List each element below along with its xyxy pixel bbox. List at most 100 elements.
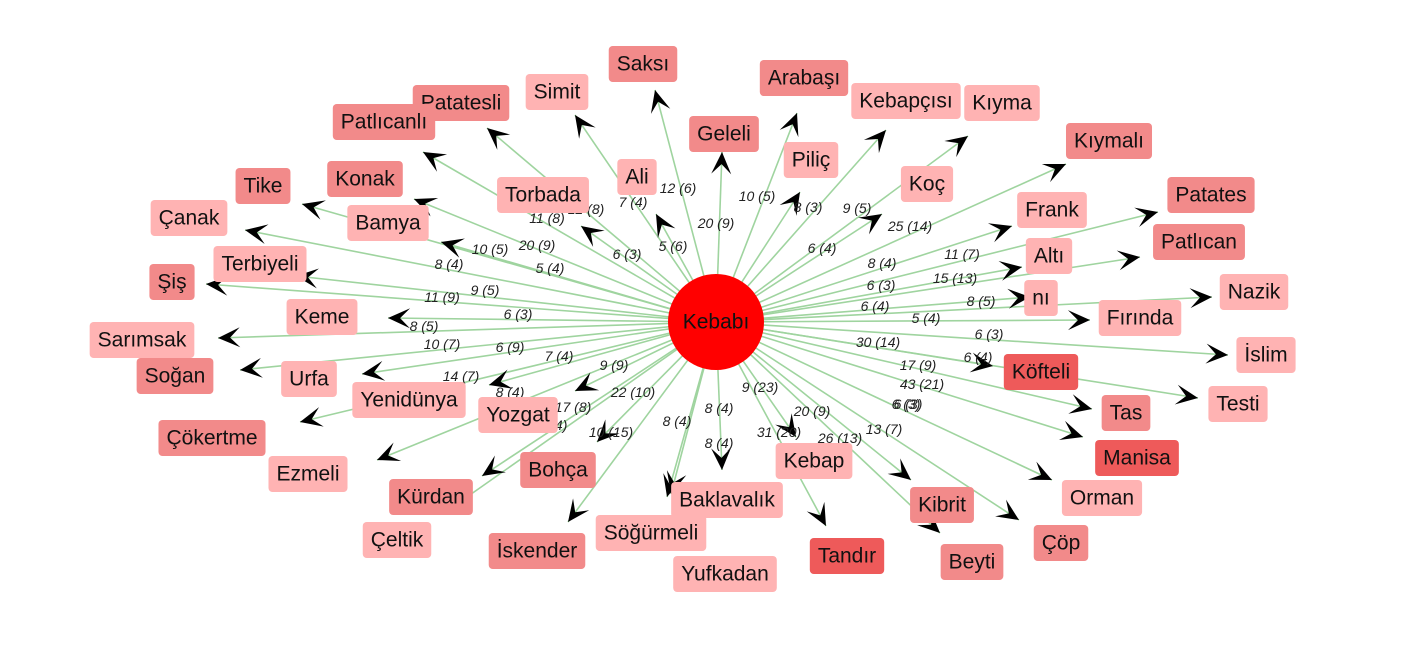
node-kıymalı[interactable]: Kıymalı: [1065, 123, 1153, 159]
node-box-patatesli[interactable]: [412, 85, 510, 121]
node-köfteli[interactable]: Köfteli: [1003, 354, 1079, 390]
node-box-soğan[interactable]: [136, 358, 214, 394]
node-box-bohça[interactable]: [520, 452, 596, 488]
node-box-köfteli[interactable]: [1003, 354, 1079, 390]
node-box-koç[interactable]: [900, 166, 954, 202]
node-box-ali[interactable]: [617, 159, 657, 195]
node-box-şiş[interactable]: [149, 264, 195, 300]
node-box-patates[interactable]: [1167, 177, 1255, 213]
node-ali[interactable]: Ali: [617, 159, 657, 195]
node-box-sarımsak[interactable]: [89, 322, 195, 358]
node-patates[interactable]: Patates: [1167, 177, 1255, 213]
center-node-circle[interactable]: [668, 274, 764, 370]
node-sarımsak[interactable]: Sarımsak: [89, 322, 195, 358]
node-i-skender[interactable]: İskender: [488, 533, 586, 569]
node-çöp[interactable]: Çöp: [1033, 525, 1089, 561]
node-box-kebap[interactable]: [775, 443, 853, 479]
node-box-altı[interactable]: [1025, 238, 1073, 274]
node-box-kıyma[interactable]: [964, 85, 1040, 121]
node-box-kibrit[interactable]: [910, 487, 974, 523]
node-urfa[interactable]: Urfa: [281, 361, 337, 397]
node-tas[interactable]: Tas: [1101, 395, 1151, 431]
node-keme[interactable]: Keme: [286, 299, 358, 335]
node-simit[interactable]: Simit: [525, 74, 589, 110]
node-kebapçısı[interactable]: Kebapçısı: [851, 83, 961, 119]
node-box-ezmeli[interactable]: [268, 456, 348, 492]
node-box-geleli[interactable]: [689, 116, 759, 152]
node-patlıcanlı[interactable]: Patlıcanlı: [332, 104, 436, 140]
node-kürdan[interactable]: Kürdan: [389, 479, 473, 515]
center-node[interactable]: Kebabı: [668, 274, 764, 370]
node-box-saksı[interactable]: [608, 46, 678, 82]
node-piliç[interactable]: Piliç: [783, 142, 839, 178]
node-box-patlıcan[interactable]: [1153, 224, 1245, 260]
node-torbada[interactable]: Torbada: [497, 177, 589, 213]
node-box-simit[interactable]: [525, 74, 589, 110]
node-koç[interactable]: Koç: [900, 166, 954, 202]
node-box-konak[interactable]: [327, 161, 403, 197]
node-i-slim[interactable]: İslim: [1236, 337, 1296, 373]
node-box-i-slim[interactable]: [1236, 337, 1296, 373]
node-bohça[interactable]: Bohça: [520, 452, 596, 488]
node-manisa[interactable]: Manisa: [1095, 440, 1179, 476]
node-soğan[interactable]: Soğan: [136, 358, 214, 394]
node-baklavalık[interactable]: Baklavalık: [671, 482, 783, 518]
node-patatesli[interactable]: Patatesli: [412, 85, 510, 121]
node-şiş[interactable]: Şiş: [149, 264, 195, 300]
node-testi[interactable]: Testi: [1208, 386, 1268, 422]
node-box-urfa[interactable]: [281, 361, 337, 397]
node-yozgat[interactable]: Yozgat: [478, 397, 558, 433]
node-box-nı[interactable]: [1024, 280, 1058, 316]
node-çanak[interactable]: Çanak: [150, 200, 228, 236]
node-box-çöp[interactable]: [1033, 525, 1089, 561]
node-kıyma[interactable]: Kıyma: [964, 85, 1040, 121]
node-frank[interactable]: Frank: [1017, 192, 1087, 228]
node-tandır[interactable]: Tandır: [809, 538, 885, 574]
node-box-orman[interactable]: [1061, 480, 1143, 516]
node-tike[interactable]: Tike: [235, 168, 291, 204]
node-box-çökertme[interactable]: [158, 420, 266, 456]
node-box-baklavalık[interactable]: [671, 482, 783, 518]
node-beyti[interactable]: Beyti: [940, 544, 1004, 580]
node-box-kıymalı[interactable]: [1065, 123, 1153, 159]
node-söğürmeli[interactable]: Söğürmeli: [595, 515, 707, 551]
node-yufkadan[interactable]: Yufkadan: [673, 556, 777, 592]
node-nazik[interactable]: Nazik: [1219, 274, 1289, 310]
node-box-yozgat[interactable]: [478, 397, 558, 433]
node-geleli[interactable]: Geleli: [689, 116, 759, 152]
node-fırında[interactable]: Fırında: [1098, 300, 1182, 336]
node-box-testi[interactable]: [1208, 386, 1268, 422]
node-çökertme[interactable]: Çökertme: [158, 420, 266, 456]
node-ezmeli[interactable]: Ezmeli: [268, 456, 348, 492]
node-yenidünya[interactable]: Yenidünya: [352, 382, 466, 418]
node-box-nazik[interactable]: [1219, 274, 1289, 310]
node-box-patlıcanlı[interactable]: [332, 104, 436, 140]
node-box-tandır[interactable]: [809, 538, 885, 574]
node-kebap[interactable]: Kebap: [775, 443, 853, 479]
node-box-fırında[interactable]: [1098, 300, 1182, 336]
node-box-tike[interactable]: [235, 168, 291, 204]
node-terbiyeli[interactable]: Terbiyeli: [213, 246, 307, 282]
node-kibrit[interactable]: Kibrit: [910, 487, 974, 523]
node-box-kebapçısı[interactable]: [851, 83, 961, 119]
node-patlıcan[interactable]: Patlıcan: [1153, 224, 1245, 260]
node-box-piliç[interactable]: [783, 142, 839, 178]
node-bamya[interactable]: Bamya: [347, 205, 429, 241]
node-box-terbiyeli[interactable]: [213, 246, 307, 282]
node-saksı[interactable]: Saksı: [608, 46, 678, 82]
node-box-torbada[interactable]: [497, 177, 589, 213]
node-box-beyti[interactable]: [940, 544, 1004, 580]
node-box-yenidünya[interactable]: [352, 382, 466, 418]
node-orman[interactable]: Orman: [1061, 480, 1143, 516]
node-box-keme[interactable]: [286, 299, 358, 335]
node-nı[interactable]: nı: [1024, 280, 1058, 316]
node-box-kürdan[interactable]: [389, 479, 473, 515]
node-box-yufkadan[interactable]: [673, 556, 777, 592]
node-box-arabaşı[interactable]: [759, 60, 849, 96]
node-box-tas[interactable]: [1101, 395, 1151, 431]
node-altı[interactable]: Altı: [1025, 238, 1073, 274]
node-box-frank[interactable]: [1017, 192, 1087, 228]
node-box-bamya[interactable]: [347, 205, 429, 241]
node-box-çeltik[interactable]: [362, 522, 432, 558]
node-box-çanak[interactable]: [150, 200, 228, 236]
